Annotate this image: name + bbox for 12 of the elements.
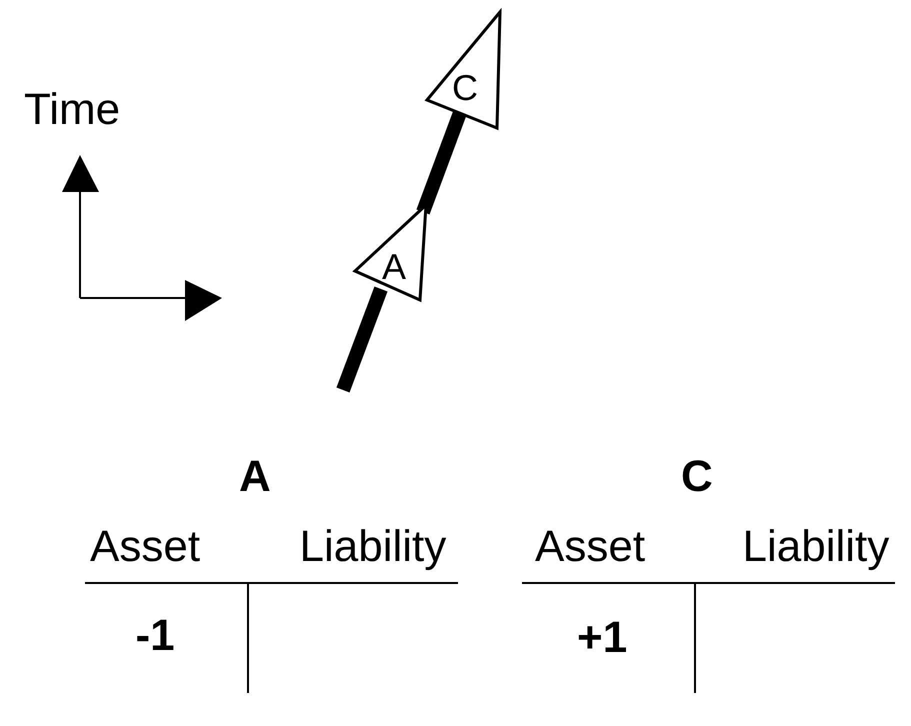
account-title: A bbox=[239, 455, 271, 499]
cell-value: +1 bbox=[577, 616, 628, 660]
thick-line bbox=[336, 286, 388, 392]
account-title: C bbox=[681, 455, 713, 499]
column-header: Liability bbox=[300, 525, 446, 569]
column-header: Asset bbox=[535, 525, 646, 569]
marker-label: A bbox=[382, 249, 406, 285]
column-header: Asset bbox=[90, 525, 200, 569]
marker-label: C bbox=[452, 70, 478, 106]
cell-value: -1 bbox=[136, 614, 175, 658]
column-header: Liability bbox=[742, 525, 890, 569]
axis-label: Time bbox=[24, 88, 120, 132]
